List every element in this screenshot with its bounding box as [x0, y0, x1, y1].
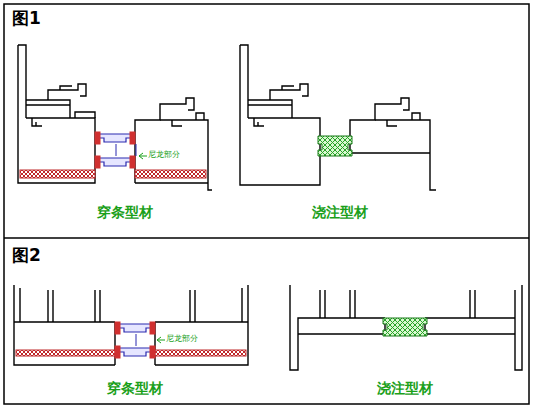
- strip-web: [116, 144, 136, 156]
- part-label: 尼龙部分: [166, 335, 198, 344]
- poured-block: [318, 136, 352, 156]
- profile-caption: 穿条型材: [97, 205, 153, 220]
- profile-caption: 浇注型材: [312, 205, 368, 220]
- figure-heading: 图2: [12, 246, 41, 265]
- hatched-band: [155, 350, 246, 356]
- strip-seat: [95, 132, 155, 358]
- hatched-band: [20, 170, 95, 178]
- separator: [4, 237, 529, 239]
- hatched-band: [16, 350, 115, 356]
- frame: [4, 4, 529, 404]
- nylon-strip: [99, 134, 151, 356]
- profile-caption: 浇注型材: [377, 381, 433, 396]
- part-label: 尼龙部分: [148, 151, 180, 160]
- profile-lines: [14, 45, 522, 370]
- profile-caption: 穿条型材: [107, 381, 163, 396]
- leader-arrow: [157, 337, 165, 343]
- hatched-band: [135, 170, 206, 178]
- strip-web: [136, 334, 137, 346]
- poured-block: [383, 318, 427, 336]
- figure-heading: 图1: [12, 9, 41, 28]
- leader-arrow: [139, 153, 147, 159]
